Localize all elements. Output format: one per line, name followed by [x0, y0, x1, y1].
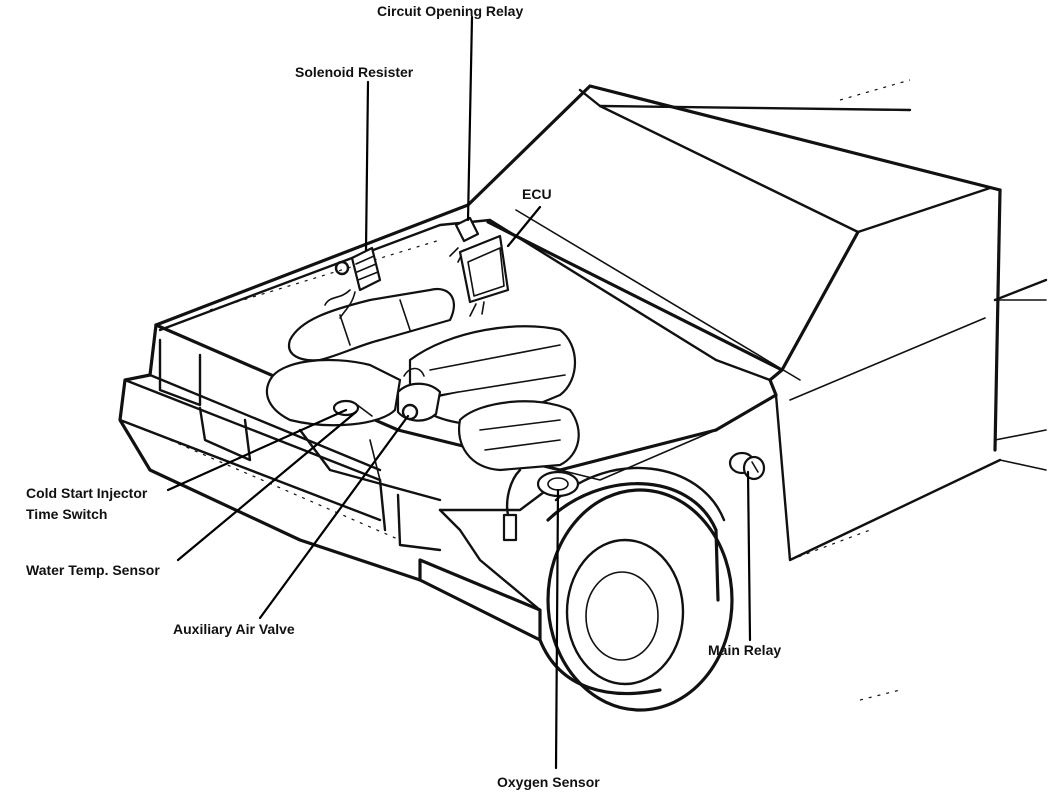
leader-cold-start	[166, 408, 348, 492]
leader-ecu	[506, 205, 542, 248]
leader-circuit-opening-relay	[466, 15, 474, 222]
label-main-relay: Main Relay	[708, 642, 781, 658]
ecu-component	[458, 234, 510, 317]
leader-oxygen-sensor	[554, 488, 560, 770]
truck-body-illustration	[118, 79, 1048, 712]
auxiliary-air-valve-component	[396, 367, 459, 422]
leader-lines	[166, 15, 752, 770]
labels: Circuit Opening Relay Solenoid Resister …	[26, 3, 781, 790]
circuit-opening-relay-component	[449, 216, 480, 263]
label-auxiliary-air-valve: Auxiliary Air Valve	[173, 621, 295, 637]
leader-aux-air-valve	[258, 414, 410, 620]
leader-water-temp	[176, 410, 358, 562]
label-cold-start-line2: Time Switch	[26, 506, 107, 522]
label-oxygen-sensor: Oxygen Sensor	[497, 774, 600, 790]
engine-illustration	[265, 287, 580, 502]
solenoid-resister-component	[324, 246, 382, 319]
label-circuit-opening-relay: Circuit Opening Relay	[377, 3, 523, 19]
oxygen-sensor-component	[502, 468, 580, 542]
label-cold-start-line1: Cold Start Injector	[26, 485, 148, 501]
leader-main-relay	[746, 470, 752, 642]
label-solenoid-resister: Solenoid Resister	[295, 64, 414, 80]
label-water-temp-sensor: Water Temp. Sensor	[26, 562, 160, 578]
label-ecu: ECU	[522, 186, 552, 202]
leader-solenoid-resister	[364, 80, 370, 252]
